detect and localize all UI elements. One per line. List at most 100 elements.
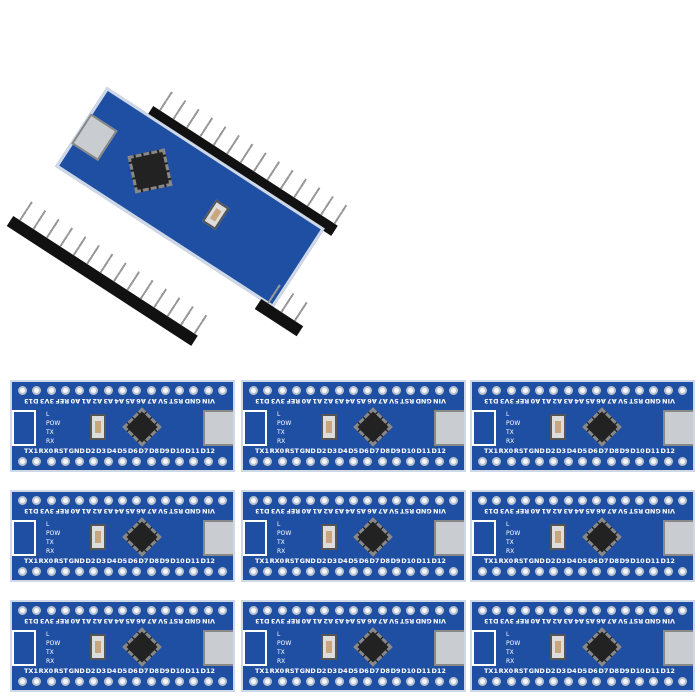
silkscreen-label: TX [277,429,285,436]
mini-usb-port [434,630,464,666]
silkscreen-label: D9 [390,667,401,675]
pin-pad [249,386,258,395]
pin-pad [677,677,687,686]
microcontroller-chip [582,517,622,557]
pin-pad [160,386,170,395]
silkscreen-label: A0 [530,617,541,625]
silkscreen-label: A0 [530,507,541,515]
pin-pad [103,567,113,576]
silkscreen-label: L [506,631,510,638]
silkscreen-label: D11 [645,447,660,455]
pin-pad [620,606,630,615]
silkscreen-label: D13 [255,507,270,515]
silkscreen-label: A6 [367,397,377,405]
pin-pad [132,567,142,576]
silkscreen-label: D8 [609,447,619,455]
top-pin-row [18,496,227,505]
silkscreen-label: D12 [431,447,446,455]
silkscreen-label: 3V3 [270,507,285,515]
pin-pad [677,567,687,576]
silkscreen-label: 3V3 [499,617,514,625]
bottom-pin-row [18,567,227,576]
silkscreen-label: D6 [587,447,598,455]
silkscreen-label: TX [46,429,54,436]
pin-pad [549,606,559,615]
pin-pad [117,606,127,615]
silkscreen-label: D11 [185,557,200,565]
pin-pad [635,386,645,395]
silkscreen-label: A3 [103,397,113,405]
silkscreen-label: GND [528,667,545,675]
silkscreen-label: D12 [200,667,215,675]
pin-pad [549,386,559,395]
pin-pad [348,567,358,576]
silkscreen-label: TX1 [484,447,498,455]
pin-pad [117,386,127,395]
pin-pad [577,606,587,615]
pin-pad [75,496,85,505]
pin-pad [263,386,273,395]
silkscreen-label: A6 [596,617,606,625]
silkscreen-label: RX [46,548,55,555]
mini-usb-port [434,520,464,556]
pin-pad [577,496,587,505]
pin-pad [175,386,185,395]
pin-pad [377,567,387,576]
silkscreen-label: A0 [70,617,81,625]
microcontroller-chip [353,517,393,557]
pin-pad [263,567,273,576]
pin-pad [549,457,559,466]
pin-pad [506,386,516,395]
silkscreen-label: L [277,521,281,528]
silkscreen-label: D7 [598,667,609,675]
silkscreen-label: D7 [369,447,380,455]
silkscreen-label: D2 [316,557,327,565]
microcontroller-chip [122,407,162,447]
silkscreen-label: POW [277,640,292,647]
silkscreen-label: D2 [85,667,96,675]
pin-pad [32,677,42,686]
pin-pad [348,677,358,686]
silkscreen-label: D4 [566,447,577,455]
silkscreen-label: D9 [390,557,401,565]
silkscreen-label: D7 [598,447,609,455]
silkscreen-label: A7 [378,397,388,405]
silkscreen-label: D3 [96,667,107,675]
silkscreen-label: TX1 [24,447,38,455]
silkscreen-label: RX [506,438,515,445]
pin-pad [89,677,99,686]
pin-pad [320,606,330,615]
pin-pad [448,457,458,466]
pin-pad [520,496,530,505]
pin-pad [217,677,227,686]
mini-usb-port [663,630,693,666]
silkscreen-label: D11 [416,667,431,675]
pin-pad [146,606,156,615]
silkscreen-label: A5 [356,617,366,625]
pin-pad [217,606,227,615]
pin-pad [277,567,287,576]
pin-pad [406,606,416,615]
pin-pad [406,386,416,395]
silkscreen-label: L [277,631,281,638]
silkscreen-label: A1 [541,397,552,405]
silkscreen-label: 3V3 [499,507,514,515]
pin-pad [132,496,142,505]
silkscreen-label: A4 [114,617,124,625]
silkscreen-label: D5 [348,447,359,455]
pin-pad [677,386,687,395]
pin-pad [334,677,344,686]
silkscreen-label: D10 [401,667,416,675]
pin-pad [75,567,85,576]
pin-pad [18,567,27,576]
silkscreen-label: D9 [619,447,630,455]
pin-pad [18,496,27,505]
mini-usb-port [71,113,118,162]
silkscreen-label: A4 [114,507,124,515]
reset-button [90,524,106,550]
